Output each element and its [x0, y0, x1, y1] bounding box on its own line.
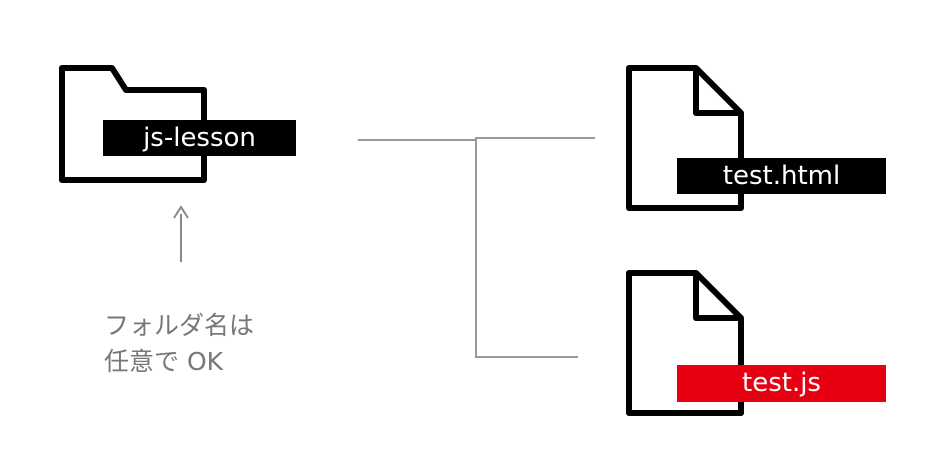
folder-name-label: js-lesson: [103, 120, 296, 156]
note-line-1: フォルダ名は: [104, 311, 255, 340]
folder-name-note: フォルダ名は 任意で OK: [104, 308, 254, 380]
connector-lines: [358, 137, 595, 358]
file-name-label-js: test.js: [677, 365, 886, 402]
arrow-up-icon: [173, 205, 189, 262]
file-name-label-html: test.html: [677, 158, 886, 194]
note-line-2: 任意で OK: [104, 347, 224, 376]
folder-icon: [59, 65, 207, 183]
